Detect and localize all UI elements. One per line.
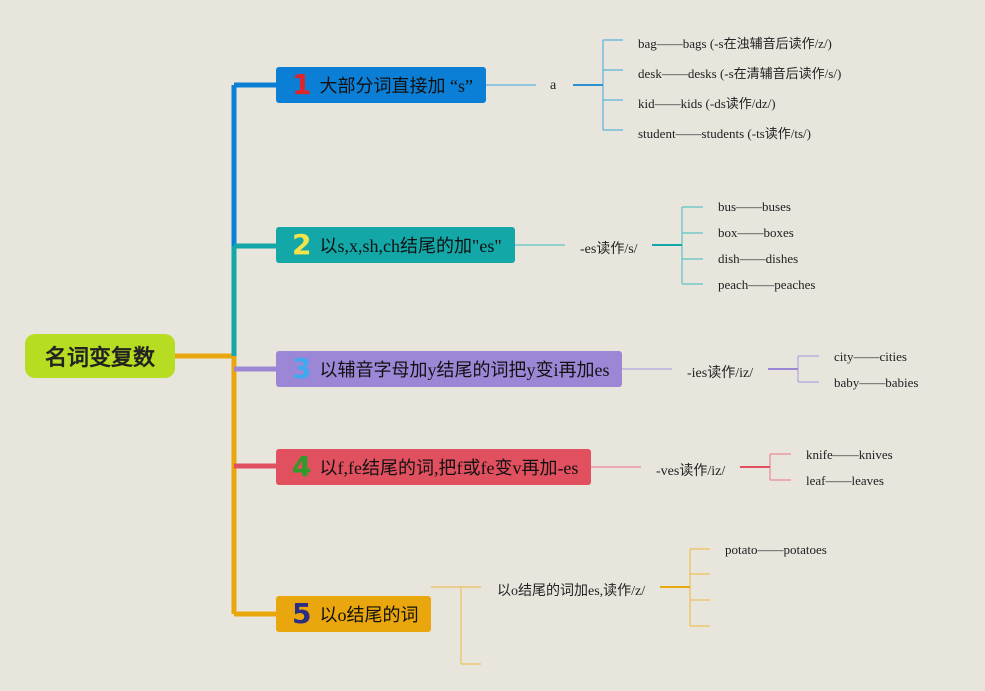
branch-1-label: 大部分词直接加 “s” xyxy=(319,76,473,96)
root-label: 名词变复数 xyxy=(44,346,155,371)
branch-5[interactable]: 5 以o结尾的词 xyxy=(276,596,431,632)
branch-3-leaf-1[interactable]: city——cities xyxy=(834,349,907,364)
branch-3-number: 3 xyxy=(292,352,312,385)
branch-1-leaf-2[interactable]: desk——desks (-s在清辅音后读作/s/) xyxy=(638,66,842,81)
root-topic[interactable]: 名词变复数 xyxy=(25,334,175,378)
branch-5-label: 以o结尾的词 xyxy=(319,605,419,625)
branch-1[interactable]: 1 大部分词直接加 “s” xyxy=(276,67,486,103)
branch-1-leaf-4[interactable]: student——students (-ts读作/ts/) xyxy=(638,126,811,141)
branch-4-number: 4 xyxy=(292,450,312,483)
branch-2-leaf-2[interactable]: box——boxes xyxy=(718,225,794,240)
branch-4-label: 以f,fe结尾的词,把f或fe变v再加-es xyxy=(319,458,579,478)
branch-5-leaf-1[interactable]: potato——potatoes xyxy=(725,542,827,557)
branch-2-subtopic[interactable]: -es读作/s/ xyxy=(580,242,638,257)
branch-2-number: 2 xyxy=(292,228,312,261)
branch-1-subtopic[interactable]: a xyxy=(550,78,557,93)
branch-2[interactable]: 2 以s,x,sh,ch结尾的加"es" xyxy=(276,227,515,263)
branch-2-leaf-1[interactable]: bus——buses xyxy=(718,199,791,214)
branch-4-leaf-2[interactable]: leaf——leaves xyxy=(806,473,884,488)
branch-1-leaf-3[interactable]: kid——kids (-ds读作/dz/) xyxy=(638,96,776,111)
branch-4-subtopic[interactable]: -ves读作/iz/ xyxy=(656,464,726,479)
branch-4-leaf-1[interactable]: knife——knives xyxy=(806,447,893,462)
branch-3[interactable]: 3 以辅音字母加y结尾的词把y变i再加es xyxy=(276,351,622,387)
branch-5-subtopic[interactable]: 以o结尾的词加es,读作/z/ xyxy=(497,584,646,599)
branch-1-leaf-1[interactable]: bag——bags (-s在浊辅音后读作/z/) xyxy=(638,36,832,51)
branch-1-number: 1 xyxy=(292,68,312,101)
branch-2-label: 以s,x,sh,ch结尾的加"es" xyxy=(319,236,502,256)
branch-2-leaf-3[interactable]: dish——dishes xyxy=(718,251,799,266)
branch-3-label: 以辅音字母加y结尾的词把y变i再加es xyxy=(319,360,610,380)
branch-5-number: 5 xyxy=(292,597,312,630)
branch-2-leaf-4[interactable]: peach——peaches xyxy=(718,277,816,292)
branch-3-leaf-2[interactable]: baby——babies xyxy=(834,375,919,390)
branch-4[interactable]: 4 以f,fe结尾的词,把f或fe变v再加-es xyxy=(276,449,591,485)
branch-3-subtopic[interactable]: -ies读作/iz/ xyxy=(687,366,754,381)
